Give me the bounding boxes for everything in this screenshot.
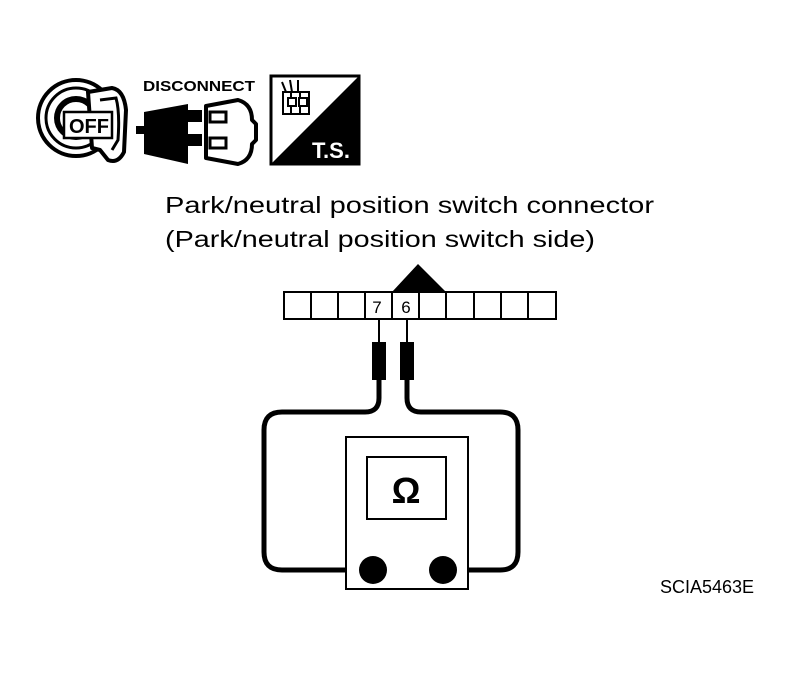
probe-right xyxy=(400,318,414,380)
disconnect-icon: DISCONNECT xyxy=(136,78,258,166)
connector-title-line2: (Park/neutral position switch side) xyxy=(165,226,595,252)
ts-icon: T.S. xyxy=(269,74,361,166)
connector-lock-tab xyxy=(392,264,446,292)
ts-label: T.S. xyxy=(312,138,350,163)
connector-cavities xyxy=(310,292,529,319)
disconnect-label: DISCONNECT xyxy=(143,78,255,95)
ohmmeter: Ω xyxy=(345,436,469,590)
pin-label-6: 6 xyxy=(401,298,410,317)
key-off-label: OFF xyxy=(69,116,109,138)
ts-connector-glyph xyxy=(281,79,310,115)
connector-face: 7 6 xyxy=(283,264,557,320)
ohmmeter-terminal-left xyxy=(359,556,387,584)
connector-title-line1: Park/neutral position switch connector xyxy=(165,192,654,218)
pin-label-7: 7 xyxy=(372,298,381,317)
ohmmeter-terminal-right xyxy=(429,556,457,584)
ignition-key-off-icon: OFF xyxy=(36,78,128,163)
ohmmeter-display xyxy=(366,456,447,520)
ohm-symbol: Ω xyxy=(392,470,421,511)
test-lead-right xyxy=(404,377,521,573)
test-lead-left xyxy=(261,377,382,573)
probe-left xyxy=(372,318,386,380)
figure-code: SCIA5463E xyxy=(660,577,754,597)
